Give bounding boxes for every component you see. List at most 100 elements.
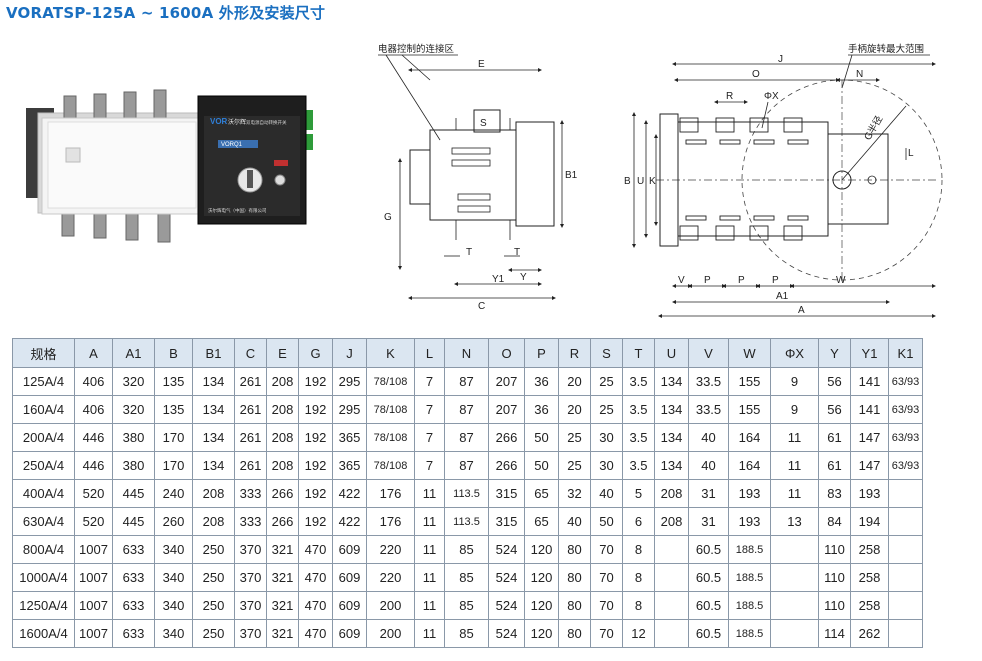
- table-cell: 609: [332, 591, 367, 620]
- table-cell: 633: [112, 563, 155, 592]
- table-cell: 50: [524, 423, 559, 452]
- table-cell: 160A/4: [12, 395, 75, 424]
- table-cell: 134: [192, 367, 235, 396]
- table-cell: 61: [818, 451, 851, 480]
- table-cell: 266: [266, 479, 299, 508]
- table-cell: 120: [524, 619, 559, 648]
- dim-C: C: [478, 301, 485, 312]
- table-cell: 20: [558, 367, 591, 396]
- table-cell: 365: [332, 451, 367, 480]
- table-cell: 524: [488, 535, 525, 564]
- table-cell: 400A/4: [12, 479, 75, 508]
- table-cell: 188.5: [728, 619, 771, 648]
- table-cell: 70: [590, 619, 623, 648]
- table-cell: 63/93: [888, 395, 923, 424]
- table-cell: 20: [558, 395, 591, 424]
- table-cell: 40: [590, 479, 623, 508]
- table-cell: 200: [366, 619, 415, 648]
- dim-PhiX: ΦX: [764, 91, 779, 102]
- table-cell: 120: [524, 591, 559, 620]
- dim-K: K: [649, 176, 656, 187]
- table-cell: 633: [112, 619, 155, 648]
- table-cell: 87: [444, 395, 489, 424]
- table-cell: 36: [524, 367, 559, 396]
- dim-G: G: [384, 212, 392, 223]
- dim-J: J: [778, 54, 783, 65]
- table-cell: [654, 563, 689, 592]
- dim-T1: T: [466, 247, 472, 258]
- dim-P1: P: [704, 275, 711, 286]
- dim-N: N: [856, 69, 863, 80]
- table-cell: 446: [74, 451, 113, 480]
- table-cell: 6: [622, 507, 655, 536]
- table-cell: [770, 591, 819, 620]
- table-cell: 470: [298, 563, 333, 592]
- table-cell: 36: [524, 395, 559, 424]
- page-title: VORATSP-125A ~ 1600A 外形及安装尺寸: [6, 4, 326, 22]
- dim-L: L: [908, 148, 914, 159]
- table-cell: 70: [590, 591, 623, 620]
- table-cell: [888, 619, 923, 648]
- table-cell: 13: [770, 507, 819, 536]
- table-cell: 164: [728, 423, 771, 452]
- table-cell: 1007: [74, 591, 113, 620]
- table-header-cell: W: [728, 338, 771, 368]
- table-cell: [888, 479, 923, 508]
- table-cell: 3.5: [622, 395, 655, 424]
- table-cell: 194: [850, 507, 889, 536]
- table-cell: [654, 591, 689, 620]
- table-cell: 32: [558, 479, 591, 508]
- table-header-cell: ΦX: [770, 338, 819, 368]
- table-cell: 31: [688, 479, 729, 508]
- table-cell: 250: [192, 535, 235, 564]
- table-header-cell: A: [74, 338, 113, 368]
- table-cell: 370: [234, 619, 267, 648]
- table-cell: 321: [266, 591, 299, 620]
- table-cell: 633: [112, 535, 155, 564]
- table-cell: 422: [332, 479, 367, 508]
- table-cell: 446: [74, 423, 113, 452]
- table-cell: [888, 535, 923, 564]
- table-cell: 125A/4: [12, 367, 75, 396]
- table-header-cell: U: [654, 338, 689, 368]
- table-cell: 320: [112, 395, 155, 424]
- table-cell: 266: [266, 507, 299, 536]
- table-cell: 250A/4: [12, 451, 75, 480]
- table-cell: 200: [366, 591, 415, 620]
- table-header-cell: A1: [112, 338, 155, 368]
- table-cell: [888, 563, 923, 592]
- table-cell: 266: [488, 451, 525, 480]
- dim-E: E: [478, 59, 485, 70]
- table-cell: 520: [74, 507, 113, 536]
- table-header-cell: K1: [888, 338, 923, 368]
- table-cell: 261: [234, 423, 267, 452]
- table-cell: 208: [266, 395, 299, 424]
- dim-Y: Y: [520, 272, 527, 283]
- table-cell: [654, 619, 689, 648]
- table-cell: 370: [234, 535, 267, 564]
- table-cell: 78/108: [366, 451, 415, 480]
- table-cell: 134: [654, 423, 689, 452]
- table-cell: 406: [74, 395, 113, 424]
- table-cell: 630A/4: [12, 507, 75, 536]
- dim-P3: P: [772, 275, 779, 286]
- table-cell: 63/93: [888, 423, 923, 452]
- table-cell: 11: [770, 423, 819, 452]
- table-cell: 445: [112, 479, 155, 508]
- table-cell: 9: [770, 395, 819, 424]
- dim-B1: B1: [565, 170, 578, 181]
- table-cell: [770, 619, 819, 648]
- table-cell: 7: [414, 367, 445, 396]
- table-cell: 78/108: [366, 395, 415, 424]
- table-cell: 85: [444, 591, 489, 620]
- table-header-cell: B: [154, 338, 193, 368]
- table-cell: 295: [332, 367, 367, 396]
- connection-zone-annotation: 电器控制的连接区: [378, 43, 455, 55]
